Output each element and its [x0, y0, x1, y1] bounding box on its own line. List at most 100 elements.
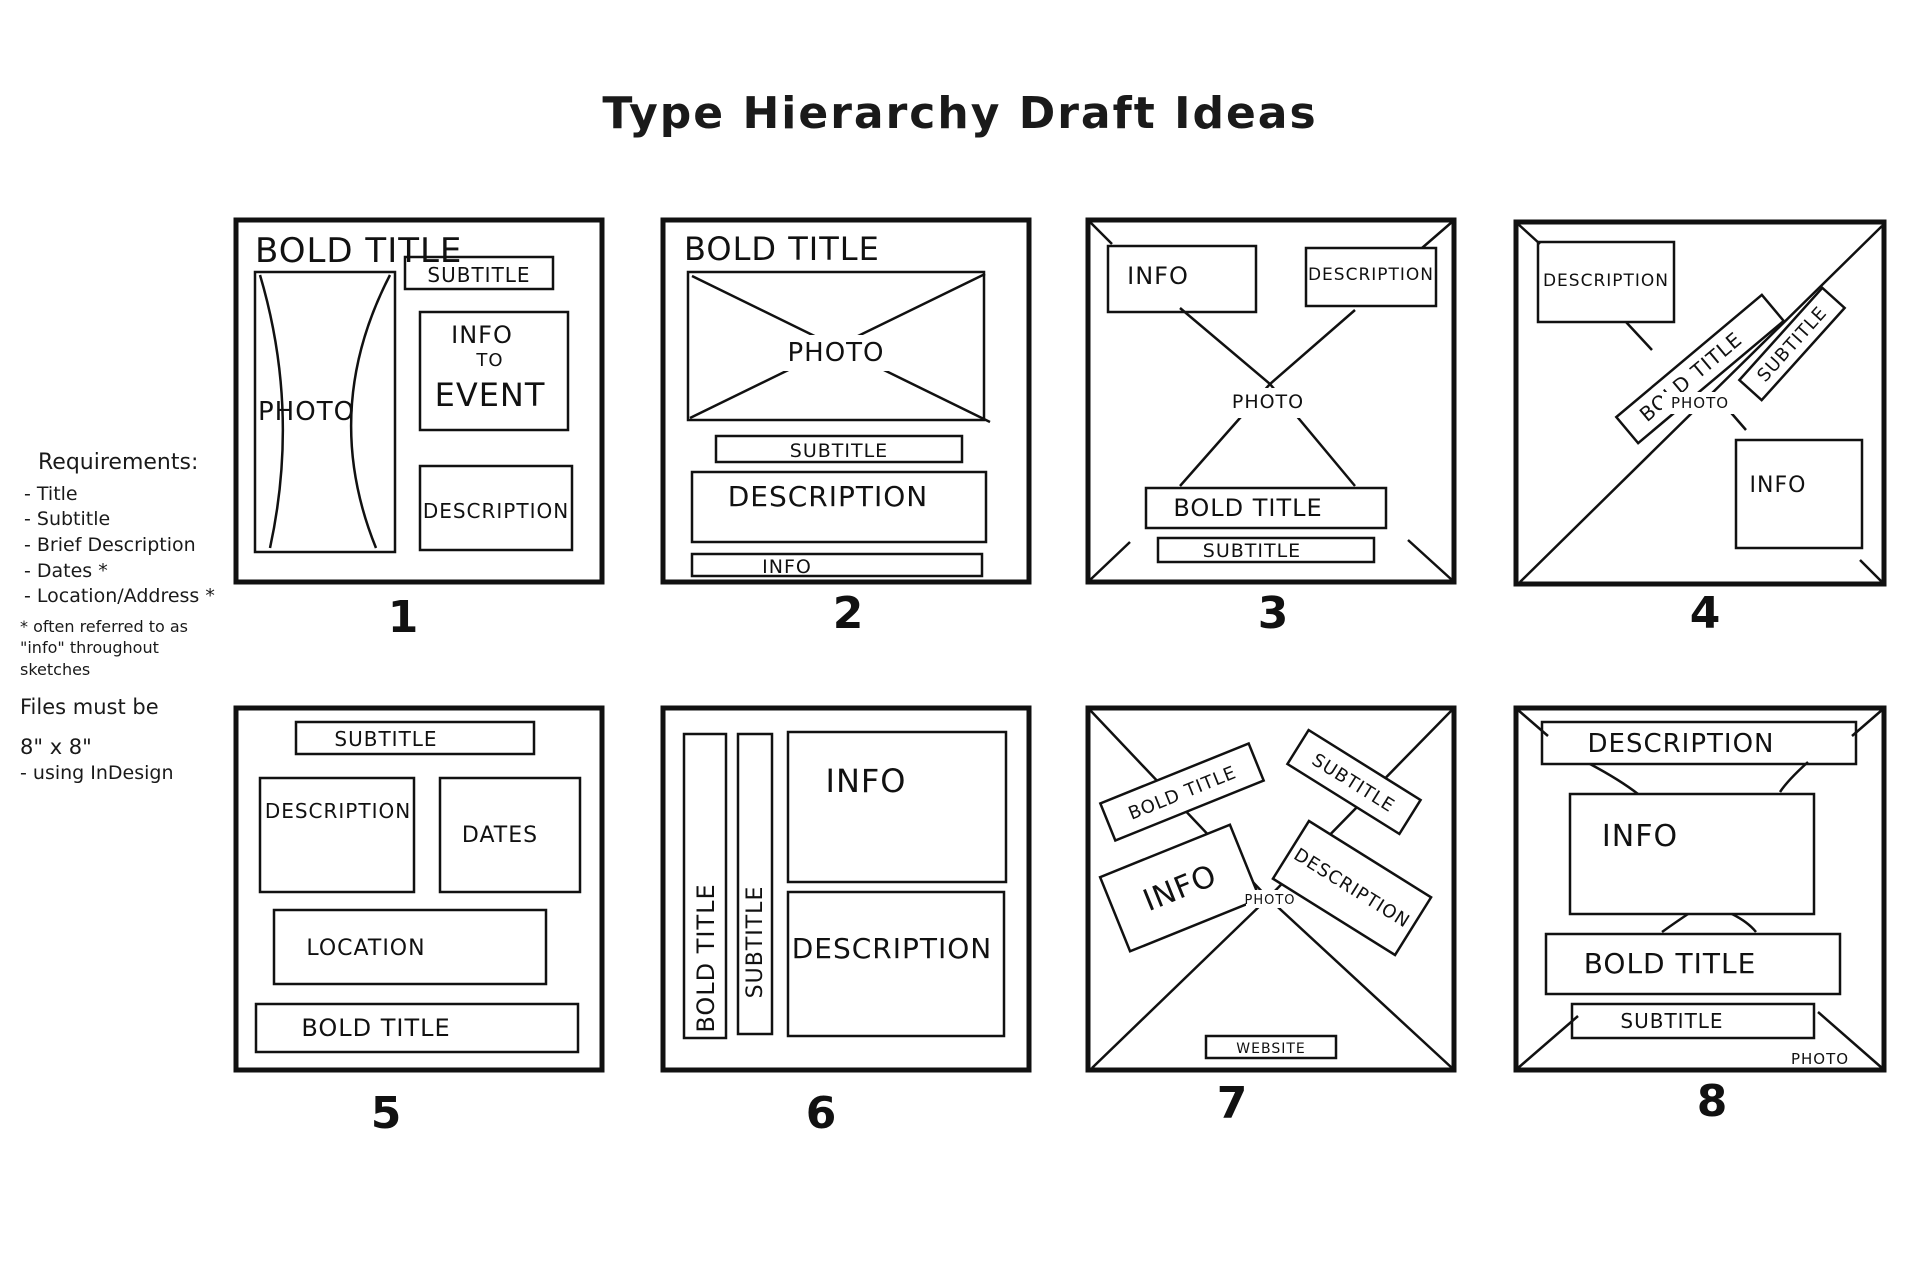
requirement-item: - Title [24, 482, 78, 505]
photo-label: PHOTO [1244, 893, 1295, 908]
sketch-frame [1513, 219, 1887, 587]
sketch-frame [660, 705, 1032, 1073]
description-box [690, 470, 988, 544]
description-label: DESCRIPTION [792, 932, 993, 965]
requirement-item: - Brief Description [24, 533, 196, 556]
bold-title-label: BOLD TITLE [1173, 494, 1322, 522]
info-label: INFO [451, 321, 513, 349]
sketch-number: 6 [806, 1088, 837, 1139]
description-label: DESCRIPTION [728, 480, 929, 513]
info-label: INFO [1750, 473, 1807, 498]
sketch-4: DESCRIPTION BOLD TITLE SUBTITLE PHOTO IN… [1513, 219, 1887, 639]
photo-label-bg [1662, 392, 1740, 414]
sketch-frame [1085, 705, 1457, 1073]
website-box [1204, 1034, 1338, 1060]
info-box [690, 552, 984, 578]
description-box [1540, 720, 1858, 766]
subtitle-label: SUBTITLE [1620, 1009, 1723, 1033]
bold-title-box [682, 732, 728, 1040]
dates-label: DATES [462, 823, 538, 848]
sketch-number: 4 [1690, 588, 1721, 639]
photo-label-bg [1246, 890, 1294, 908]
description-box [258, 776, 416, 894]
file-size-requirement: Files must be [20, 694, 159, 719]
description-label: DESCRIPTION [1543, 271, 1669, 291]
description-box [786, 890, 1006, 1038]
subtitle-box [403, 255, 555, 291]
info-box [1734, 438, 1864, 550]
info-label: INFO [1127, 262, 1189, 290]
sketch-frame [233, 705, 605, 1073]
description-box [1536, 240, 1676, 324]
sketch-number: 1 [388, 592, 419, 643]
sketch-1: BOLD TITLE SUBTITLE PHOTO INFO TO EVENT … [233, 217, 605, 643]
requirement-item: - Dates * [24, 559, 108, 582]
info-box [1106, 244, 1258, 314]
info-box [1098, 823, 1262, 953]
subtitle-box [714, 434, 964, 464]
info-label: INFO [1602, 819, 1678, 854]
info-label: INFO [762, 556, 812, 578]
requirements-note: * often referred to as "info" throughout… [20, 616, 189, 680]
description-box [1271, 819, 1433, 957]
dates-box [438, 776, 582, 894]
info-box [1568, 792, 1816, 916]
subtitle-label: SUBTITLE [790, 440, 888, 462]
photo-label: PHOTO [1232, 391, 1304, 413]
subtitle-box [294, 720, 536, 756]
photo-cross [1517, 709, 1883, 795]
subtitle-box [1570, 1002, 1816, 1040]
photo-label-bg [765, 335, 905, 371]
software-requirement: - using InDesign [20, 762, 174, 785]
requirements-list: Requirements: - Title - Subtitle - Brief… [20, 448, 230, 787]
subtitle-label: SUBTITLE [1203, 540, 1301, 562]
photo-cross [258, 274, 392, 549]
sketch-frame [660, 217, 1032, 585]
description-box [1304, 246, 1438, 308]
info-box [786, 730, 1008, 884]
requirements-heading: Requirements: [38, 450, 199, 475]
sketch-frame [1085, 217, 1457, 585]
bold-title-label: BOLD TITLE [1584, 947, 1757, 980]
bold-title-label: BOLD TITLE [255, 231, 462, 271]
info-label: INFO [826, 762, 907, 800]
info-label: TO [475, 350, 503, 371]
info-box [418, 310, 570, 432]
photo-label: PHOTO [1791, 1050, 1849, 1068]
sketch-number: 5 [371, 1088, 402, 1139]
photo-label-bg [1208, 388, 1328, 418]
subtitle-label: SUBTITLE [743, 886, 768, 999]
sketch-frame [1513, 705, 1887, 1073]
requirement-item: - Subtitle [24, 508, 111, 531]
photo-cross [1517, 912, 1883, 1069]
subtitle-label: SUBTITLE [334, 727, 437, 751]
sketch-3: INFO DESCRIPTION PHOTO BOLD TITLE SUBTIT… [1085, 217, 1457, 639]
sketch-number: 3 [1258, 588, 1289, 639]
sketch-8: DESCRIPTION INFO BOLD TITLE SUBTITLE PHO… [1513, 705, 1887, 1127]
sketch-5: SUBTITLE DESCRIPTION DATES LOCATION BOLD… [233, 705, 605, 1139]
description-label: DESCRIPTION [265, 799, 411, 823]
description-label: DESCRIPTION [423, 499, 569, 523]
description-label: DESCRIPTION [1588, 729, 1775, 759]
photo-label: PHOTO [258, 397, 355, 427]
bold-title-box [254, 1002, 580, 1054]
sketch-2: BOLD TITLE PHOTO SUBTITLE DESCRIPTION IN… [660, 217, 1032, 639]
subtitle-box [736, 732, 774, 1036]
photo-cross [1179, 307, 1356, 487]
photo-label: PHOTO [787, 338, 884, 368]
subtitle-box [1156, 536, 1376, 564]
location-box [272, 908, 548, 986]
photo-cross [1089, 221, 1453, 581]
sketch-number: 2 [833, 588, 864, 639]
subtitle-box [1737, 286, 1847, 402]
bold-title-box [1614, 293, 1786, 445]
sketch-number: 8 [1697, 1076, 1728, 1127]
sketch-7: BOLD TITLE SUBTITLE INFO PHOTO DESCRIPTI… [1085, 705, 1457, 1129]
description-label: DESCRIPTION [1308, 265, 1434, 285]
bold-title-label: BOLD TITLE [301, 1014, 450, 1042]
sketch-frame [233, 217, 605, 585]
bold-title-box [1098, 741, 1266, 843]
page-title: Type Hierarchy Draft Ideas [602, 88, 1318, 139]
website-label: WEBSITE [1236, 1041, 1305, 1057]
